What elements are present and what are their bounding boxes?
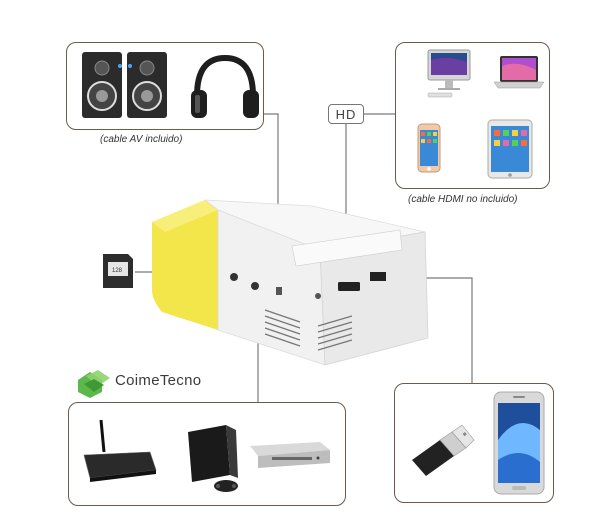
logo-icon: [78, 370, 110, 398]
macbook-icon: [493, 56, 545, 89]
smartphone-icon: [493, 391, 545, 495]
hd-label: HD: [328, 104, 364, 124]
dvd-player-icon: [250, 442, 330, 468]
game-console-icon: [188, 425, 238, 492]
ipad-icon: [487, 119, 533, 179]
sd-card-icon: [103, 254, 133, 288]
hdmi-cable-caption: (cable HDMI no incluido): [408, 194, 518, 205]
usb-drive-icon: [412, 424, 475, 476]
imac-icon: [427, 49, 471, 98]
tv-box-icon: [83, 419, 157, 482]
sd-card-capacity: 128: [112, 268, 123, 274]
speakers-icon: [82, 52, 167, 118]
brand-name: CoimeTecno: [115, 372, 202, 389]
iphone-icon: [417, 123, 441, 173]
projector-icon: [152, 199, 429, 366]
headphones-icon: [191, 54, 259, 118]
av-cable-caption: (cable AV incluido): [100, 134, 183, 145]
